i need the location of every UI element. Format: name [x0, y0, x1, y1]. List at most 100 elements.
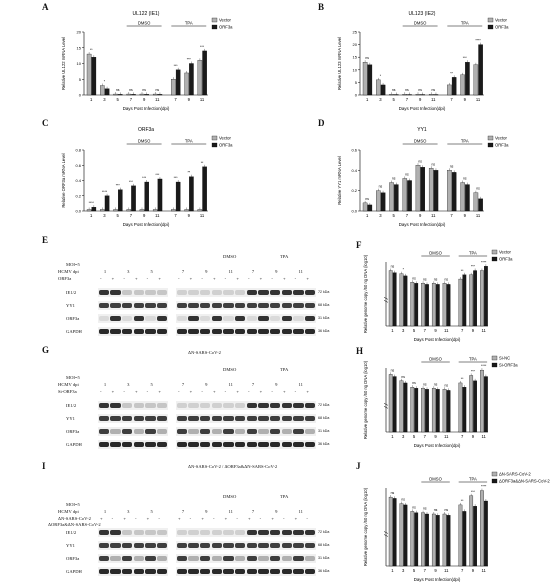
bar-si-nc [480, 369, 484, 433]
bar--n-sars-cov-2 [399, 503, 404, 567]
legend-swatch [487, 17, 494, 23]
blot-band [235, 569, 246, 574]
blot-band [258, 569, 269, 574]
blot-strip [98, 414, 168, 423]
lane-sign: - [135, 516, 137, 521]
blot-band [200, 530, 211, 535]
legend-swatch [491, 256, 498, 262]
legend-label: Vector [219, 18, 231, 23]
blot-band [223, 569, 234, 574]
blot-band [176, 303, 187, 308]
significance-label: ** [90, 48, 93, 52]
significance-label: ns [450, 164, 454, 168]
x-tick-label: 3 [402, 328, 405, 333]
blot-band [157, 416, 168, 421]
x-tick-label: 7 [406, 213, 409, 218]
bar-vector [100, 85, 105, 96]
blot-band [145, 316, 156, 321]
blot-band [145, 429, 156, 434]
x-tick-label: 11 [444, 434, 449, 439]
bar-si-nc [399, 380, 404, 433]
blot-band [110, 556, 121, 561]
blot-band [145, 569, 156, 574]
blot-band [188, 403, 199, 408]
x-tick-label: 1 [366, 213, 369, 218]
blot-strip [176, 554, 316, 563]
blot-band [305, 569, 316, 574]
x-tick-label: 11 [155, 97, 160, 102]
blot-band [200, 442, 211, 447]
blot-strip [176, 301, 316, 310]
blot-strip [98, 541, 168, 550]
significance-label: ns [476, 187, 480, 191]
x-tick-label: 7 [450, 213, 453, 218]
blot-band [98, 416, 109, 421]
bar-vector [86, 209, 92, 212]
group-label-tpa: TPA [185, 21, 193, 26]
blot-band [281, 403, 292, 408]
lane-day-label: 3 [127, 269, 130, 274]
blot-band [110, 403, 121, 408]
bar-si-nc [431, 388, 436, 433]
y-axis-label: Relative genome copy /50 ng DNA (log10) [363, 254, 368, 333]
bar-vector [442, 283, 447, 327]
group-label-dmso: DMSO [414, 21, 427, 26]
chart-title: UL122 (IE1) [133, 11, 160, 17]
blot-band [145, 303, 156, 308]
blot-band [305, 556, 316, 561]
y-axis-label: Relative UL123 mRNA Level [337, 37, 342, 90]
blot-band [133, 569, 144, 574]
lane-sign: - [271, 389, 273, 394]
blot-band [281, 530, 292, 535]
legend-label: ORF3a [499, 257, 513, 262]
bar-vector [469, 274, 474, 327]
x-tick-label: 11 [476, 213, 481, 218]
blot-band [293, 290, 304, 295]
blot-band [223, 442, 234, 447]
blot-band [200, 403, 211, 408]
bar-vector [402, 178, 408, 212]
significance-label: ns [423, 277, 427, 281]
blot-band [235, 290, 246, 295]
blot-band [246, 403, 257, 408]
blot-band [281, 316, 292, 321]
chart-f: Relative genome copy /50 ng DNA (log10)1… [363, 250, 513, 342]
blot-band [188, 290, 199, 295]
lane-sign: + [158, 389, 161, 394]
blot-strip [98, 327, 168, 336]
significance-label: ** [187, 171, 190, 175]
panel-letter-g: G [42, 345, 50, 355]
bar--orf3a-n-sars-cov-2 [414, 512, 419, 567]
significance-label: **** [102, 190, 108, 194]
blot-band [281, 556, 292, 561]
bar-orf3a [392, 272, 397, 327]
bar-si-nc [410, 387, 415, 433]
significance-label: ns [156, 88, 160, 92]
blot-band [281, 416, 292, 421]
significance-label: *** [463, 56, 468, 60]
bar-vector [152, 93, 158, 96]
chart-b: UL123 (IE2)Relative UL123 mRNA Level0510… [337, 11, 509, 111]
blot-band [305, 303, 316, 308]
blot-band [122, 303, 133, 308]
chart-j: Relative genome copy /50 ng DNA (log10)1… [363, 472, 550, 582]
blot-band [223, 303, 234, 308]
blot-band [122, 403, 133, 408]
blot-strip [176, 327, 316, 336]
x-tick-label: 9 [419, 213, 422, 218]
blot-band [258, 416, 269, 421]
significance-label: * [380, 74, 382, 78]
x-axis-label: Days Post Infection(dpi) [414, 443, 461, 448]
moi-label: MOI=5 [66, 375, 80, 380]
significance-label: ns [392, 88, 396, 92]
blot-strip [176, 541, 316, 550]
x-tick-label: 7 [130, 97, 133, 102]
significance-label: *** [174, 176, 179, 180]
lane-sign: + [271, 516, 274, 521]
blot-band [235, 416, 246, 421]
blot-band [145, 403, 156, 408]
x-tick-label: 7 [424, 328, 427, 333]
x-tick-label: 7 [424, 568, 427, 573]
blot-band [281, 569, 292, 574]
